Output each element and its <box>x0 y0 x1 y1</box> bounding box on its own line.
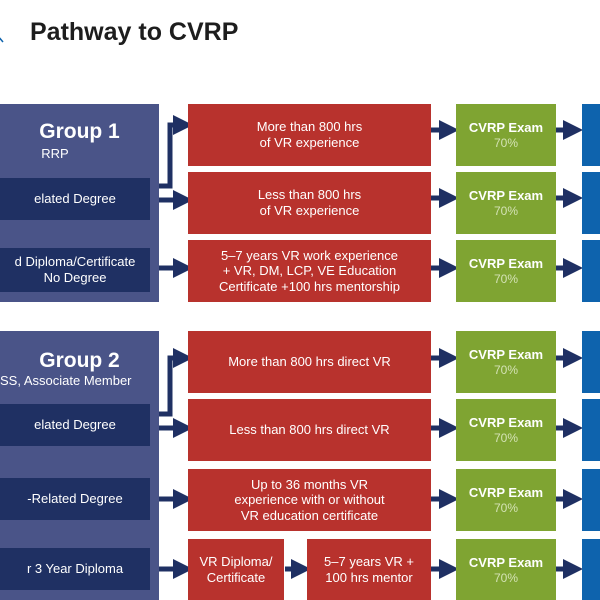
group1-row2-label: d Diploma/Certificate No Degree <box>0 248 150 292</box>
group2-row2-label: -Related Degree <box>0 478 150 520</box>
exam-label: CVRP Exam <box>468 120 544 135</box>
exam-box: CVRP Exam 70% <box>456 399 556 461</box>
exam-box: CVRP Exam 70% <box>456 469 556 531</box>
exam-label: CVRP Exam <box>468 347 544 362</box>
group1-row1-label: elated Degree <box>0 178 150 220</box>
group2-row3-label: r 3 Year Diploma <box>0 548 150 590</box>
exam-percent: 70% <box>493 363 519 377</box>
exam-box: CVRP Exam 70% <box>456 539 556 600</box>
result-box <box>582 104 600 166</box>
exam-label: CVRP Exam <box>468 485 544 500</box>
page-title: Pathway to CVRP <box>30 18 239 46</box>
result-box <box>582 469 600 531</box>
result-box <box>582 539 600 600</box>
group1-title: Group 1 <box>39 120 120 143</box>
result-box <box>582 172 600 234</box>
exam-label: CVRP Exam <box>468 415 544 430</box>
group2-path-row2: Up to 36 months VR experience with or wi… <box>188 469 431 531</box>
group1-path-top: More than 800 hrs of VR experience <box>188 104 431 166</box>
group2-row1-label: elated Degree <box>0 404 150 446</box>
exam-percent: 70% <box>493 431 519 445</box>
group1-subtitle: RRP <box>41 146 69 161</box>
exam-label: CVRP Exam <box>468 188 544 203</box>
group2-path-top: More than 800 hrs direct VR <box>188 331 431 393</box>
group1-path-row2: 5–7 years VR work experience + VR, DM, L… <box>188 240 431 302</box>
group1-path-row1: Less than 800 hrs of VR experience <box>188 172 431 234</box>
group2-path-row3a: VR Diploma/ Certificate <box>188 539 284 600</box>
group2-path-row3b: 5–7 years VR + 100 hrs mentor <box>307 539 431 600</box>
result-box <box>582 399 600 461</box>
exam-percent: 70% <box>493 501 519 515</box>
exam-label: CVRP Exam <box>468 256 544 271</box>
exam-percent: 70% <box>493 204 519 218</box>
group2-path-row1: Less than 800 hrs direct VR <box>188 399 431 461</box>
logo-icon <box>0 37 4 43</box>
exam-percent: 70% <box>493 136 519 150</box>
exam-percent: 70% <box>493 272 519 286</box>
exam-box: CVRP Exam 70% <box>456 172 556 234</box>
exam-label: CVRP Exam <box>468 554 544 570</box>
exam-percent: 70% <box>493 570 519 585</box>
exam-box: CVRP Exam 70% <box>456 331 556 393</box>
result-box <box>582 331 600 393</box>
group2-title: Group 2 <box>39 349 120 372</box>
group2-subtitle: SS, Associate Member <box>0 373 132 388</box>
result-box <box>582 240 600 302</box>
exam-box: CVRP Exam 70% <box>456 240 556 302</box>
exam-box: CVRP Exam 70% <box>456 104 556 166</box>
